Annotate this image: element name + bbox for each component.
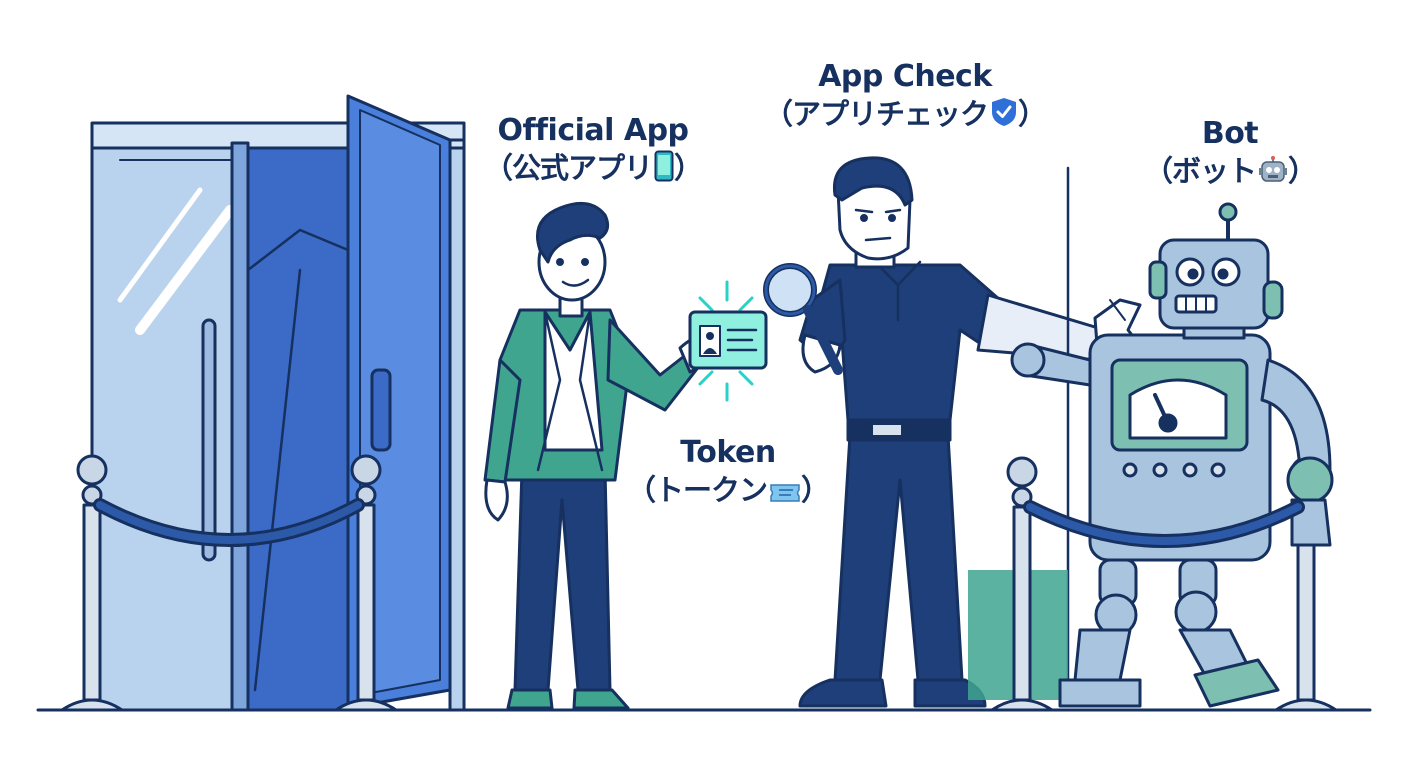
app-check-title: App Check <box>818 59 992 94</box>
bot-robot <box>1010 202 1334 708</box>
app-check-guard <box>763 156 1142 708</box>
ticket-icon <box>770 484 800 503</box>
bot-title: Bot <box>1201 116 1259 151</box>
smartphone-icon <box>654 150 674 182</box>
stanchion-right <box>990 456 1338 712</box>
open-door <box>90 94 466 712</box>
app-check-label: App Check （アプリチェック） <box>760 58 1050 134</box>
shield-check-icon <box>992 98 1016 127</box>
official-app-title: Official App <box>497 113 689 148</box>
stanchion-left <box>60 454 398 712</box>
token-card <box>688 280 768 402</box>
app-check-subtitle: （アプリチェック <box>763 97 989 132</box>
official-app-subtitle: （公式アプリ <box>483 151 653 186</box>
bot-label: Bot （ボット） <box>1140 115 1320 191</box>
token-title: Token <box>680 435 776 470</box>
token-subtitle: （トークン <box>626 473 768 508</box>
official-app-label: Official App （公式アプリ） <box>468 112 718 188</box>
bot-subtitle: （ボット <box>1143 154 1257 189</box>
token-label: Token （トークン） <box>618 434 838 510</box>
robot-face-icon <box>1259 156 1287 183</box>
